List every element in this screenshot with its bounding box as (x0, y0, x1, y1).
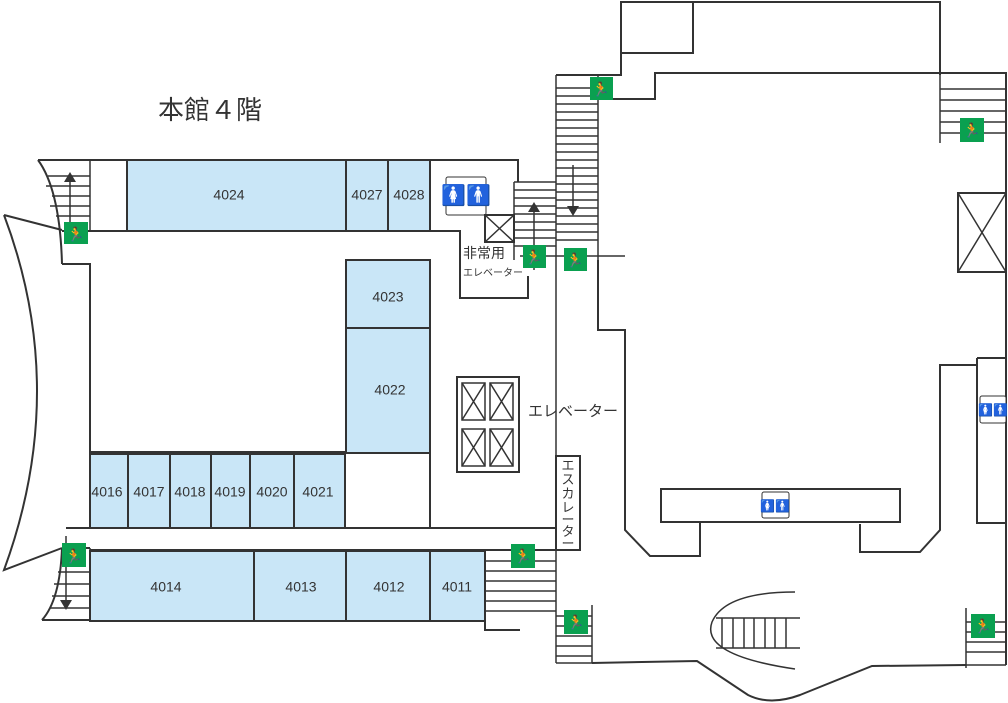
rooftop-box (620, 1, 694, 54)
svg-text:🚺🚹: 🚺🚹 (760, 499, 790, 513)
room-label: 4028 (393, 187, 424, 203)
emergency-elevator-sublabel: エレベーター (463, 267, 523, 279)
west-facade (2, 214, 63, 572)
escalator-label: エ ス カ レ ー タ ー (561, 459, 574, 552)
svg-text:ー: ー (561, 513, 574, 528)
svg-text:カ: カ (561, 487, 574, 502)
svg-text:ス: ス (561, 473, 574, 488)
central-restroom-block (660, 488, 901, 523)
room-label: 4019 (214, 484, 245, 500)
room-4011[interactable] (429, 550, 486, 622)
room-4012[interactable] (345, 550, 431, 622)
svg-text:エ: エ (561, 459, 574, 474)
emergency-exit-icon: 🏃 (523, 245, 546, 268)
svg-text:🏃: 🏃 (974, 618, 991, 635)
nw-stairs (46, 160, 91, 231)
west-stair-curve (37, 159, 63, 621)
emergency-exit-icon: 🏃 (590, 77, 613, 100)
svg-text:🏃: 🏃 (67, 226, 84, 243)
east-outer-walls (556, 1, 1007, 665)
ne-stairs (939, 75, 1006, 143)
room-label: 4017 (133, 484, 164, 500)
svg-text:🏃: 🏃 (566, 252, 583, 269)
room-4017[interactable] (127, 453, 171, 529)
svg-text:🚺🚹: 🚺🚹 (441, 183, 491, 207)
emergency-exit-icon: 🏃 (564, 248, 587, 271)
east-elevator (957, 192, 1007, 273)
room-4023[interactable] (345, 259, 431, 329)
room-4028[interactable] (387, 159, 431, 232)
room-label: 4024 (213, 187, 244, 203)
room-label: 4012 (373, 579, 404, 595)
emergency-exit-icon: 🏃 (971, 614, 995, 638)
svg-text:🏃: 🏃 (514, 548, 531, 565)
elevator-bank (456, 376, 520, 473)
room-4022[interactable] (345, 327, 431, 454)
room-4019[interactable] (210, 453, 251, 529)
room-label: 4023 (372, 289, 403, 305)
svg-text:🏃: 🏃 (592, 81, 609, 98)
restroom-icon: 🚺🚹 (760, 491, 790, 519)
emergency-exit-icon: 🏃 (511, 544, 535, 568)
emergency-elevator-label: 非常用 (463, 246, 505, 262)
restroom-icon: 🚺🚹 (441, 176, 491, 216)
entrance-stairs (709, 591, 800, 670)
svg-text:🏃: 🏃 (525, 249, 542, 266)
emergency-elevator (484, 214, 515, 243)
east-restroom-block (976, 357, 1006, 524)
svg-text:ー: ー (561, 537, 574, 552)
svg-text:🚺🚹: 🚺🚹 (978, 403, 1008, 417)
room-label: 4014 (150, 579, 181, 595)
escalator (555, 455, 581, 551)
room-label: 4018 (174, 484, 205, 500)
south-facade (591, 659, 967, 702)
svg-text:🏃: 🏃 (963, 122, 980, 139)
emergency-exit-icon: 🏃 (64, 222, 88, 244)
room-4013[interactable] (253, 550, 347, 622)
svg-text:🏃: 🏃 (65, 548, 82, 565)
room-label: 4013 (285, 579, 316, 595)
floor-title: 本館４階 (158, 96, 262, 126)
elevator-label: エレベーター (528, 402, 618, 420)
central-stairs (513, 75, 625, 663)
room-label: 4020 (256, 484, 287, 500)
room-label: 4022 (374, 382, 405, 398)
room-4014[interactable] (89, 550, 255, 622)
svg-text:タ: タ (561, 525, 574, 540)
room-label: 4027 (351, 187, 382, 203)
emergency-exit-icon: 🏃 (960, 118, 984, 142)
room-label: 4021 (302, 484, 333, 500)
room-4016[interactable] (89, 453, 129, 529)
room-4024[interactable] (126, 159, 347, 232)
emergency-exit-icon: 🏃 (62, 543, 86, 567)
room-label: 4011 (442, 579, 472, 595)
svg-text:🏃: 🏃 (567, 614, 584, 631)
restroom-icon: 🚺🚹 (978, 395, 1008, 424)
svg-text:レ: レ (561, 501, 574, 516)
room-label: 4016 (91, 484, 122, 500)
room-4021[interactable] (293, 453, 346, 529)
east-inner-walls (597, 260, 977, 557)
south-stairs (484, 550, 593, 664)
emergency-exit-icon: 🏃 (564, 610, 588, 634)
